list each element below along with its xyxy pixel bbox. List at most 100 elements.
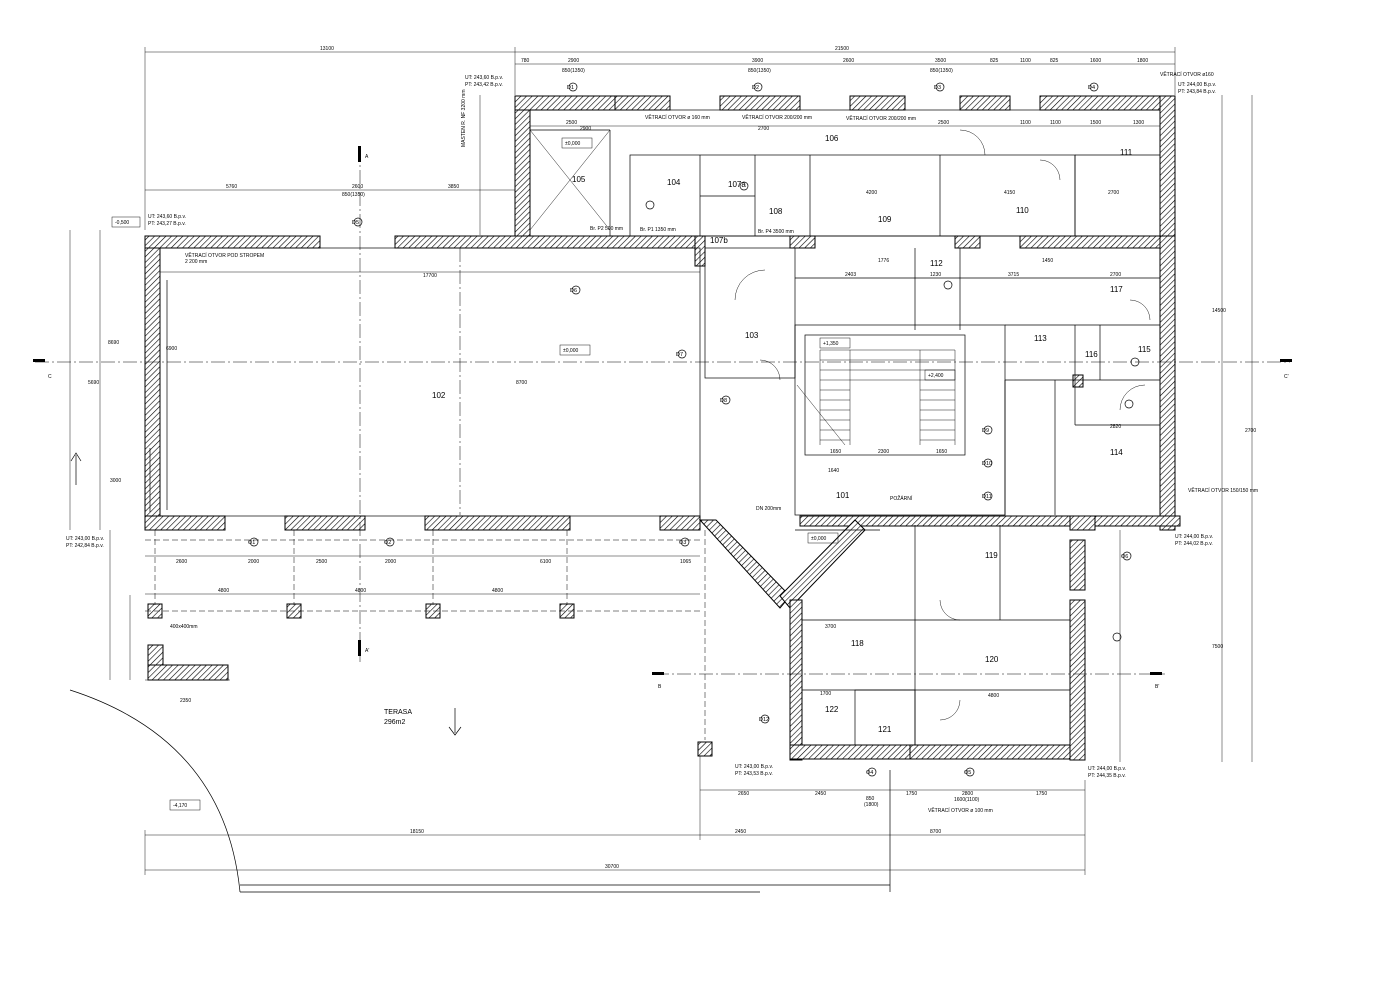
tag-label: D9 [982, 428, 989, 434]
dim-text: 1650 [936, 449, 947, 455]
tag-label: D11 [982, 494, 992, 500]
height-note: UT: 244,00 B.p.v. [1088, 766, 1126, 772]
note-vent-ceiling-size: 2 200 mm [185, 259, 207, 265]
axis-lines [35, 148, 1290, 740]
note-p4: Br. P4 3500 mm [758, 229, 794, 235]
room-102: 102 [432, 391, 446, 400]
note-vent-2: VĚTRACÍ OTVOR 200/200 mm [742, 113, 812, 121]
dim-text: 2700 [1245, 428, 1256, 434]
height-note: PT: 242,84 B.p.v. [66, 543, 104, 549]
section-letter: A [365, 154, 369, 160]
note-vent-6: VĚTRACÍ OTVOR ø 100 mm [928, 806, 993, 814]
note-vent-3: VĚTRACÍ OTVOR 200/200 mm [846, 114, 916, 122]
dim-text: 780 [521, 58, 530, 64]
tag-label: D1 [567, 85, 574, 91]
dim-text: 1600(1100) [954, 797, 980, 803]
dim-text: 1800 [1137, 58, 1148, 64]
dim-text: 2650 [738, 791, 749, 797]
dim-text: 17700 [423, 273, 437, 279]
room-113: 113 [1034, 334, 1047, 343]
room-117: 117 [1110, 285, 1123, 294]
room-110: 110 [1016, 206, 1029, 215]
dim-text: 850(1350) [562, 68, 585, 74]
dim-text: 2403 [845, 272, 856, 278]
dim-text: 850(1350) [342, 192, 365, 198]
room-106: 106 [825, 134, 839, 143]
dim-text: 1100 [1050, 120, 1061, 126]
tag-label: D3 [934, 85, 941, 91]
tag-label: D7 [676, 352, 683, 358]
dim-text: 1230 [930, 272, 941, 278]
partitions [149, 109, 1161, 746]
section-letter: B [658, 684, 662, 690]
note-vent-1: VĚTRACÍ OTVOR ø 160 mm [645, 113, 710, 121]
dim-text: 2600 [352, 184, 363, 190]
tag-label: O3 [679, 540, 686, 546]
dim-text: 2900 [580, 126, 591, 132]
dim-text: 3850 [448, 184, 459, 190]
room-112: 112 [930, 259, 943, 268]
tag-label: D2 [752, 85, 759, 91]
dim-text: 2300 [878, 449, 889, 455]
room-116: 116 [1085, 350, 1098, 359]
section-letter: B' [1155, 684, 1159, 690]
room-104: 104 [667, 178, 681, 187]
dim-text: 2820 [1110, 424, 1121, 430]
tag-label: D4 [1088, 85, 1095, 91]
level-stair1: +1,350 [823, 341, 839, 347]
tag-label: O4 [866, 770, 873, 776]
tag-label: D5 [352, 220, 359, 226]
terrace-outline [69, 689, 891, 893]
dim-text: 3700 [825, 624, 836, 630]
dim-text: 850(1350) [930, 68, 953, 74]
tag-label: D12 [759, 717, 769, 723]
dim-text: 825 [990, 58, 999, 64]
dim-text: 5690 [88, 380, 99, 386]
dim-text: 6900 [166, 346, 177, 352]
height-note: UT: 243,00 B.p.v. [66, 536, 104, 542]
tag-label: D10 [982, 461, 992, 467]
dim-text: 3900 [752, 58, 763, 64]
dim-text: 2350 [180, 698, 191, 704]
room-105: 105 [572, 175, 586, 184]
dim-text: 4200 [866, 190, 877, 196]
height-notes: UT: 243,60 B.p.v. PT: 243,42 B.p.v. UT: … [66, 75, 1216, 779]
dim-text: 1776 [878, 258, 889, 264]
note-vent-5: VĚTRACÍ OTVOR 150/150 mm [1188, 486, 1258, 494]
terrace-area: 296m2 [384, 719, 406, 726]
dim-text: 2900 [568, 58, 579, 64]
level-tag-mid: ±0,000 [811, 536, 826, 542]
dim-text: 1300 [1133, 120, 1144, 126]
dim-text: 3715 [1008, 272, 1019, 278]
note-column: 400x400mm [170, 624, 198, 630]
note-p2: Br. P2 500 mm [590, 226, 623, 232]
dim-text: 3500 [935, 58, 946, 64]
dim-text: 850(1350) [748, 68, 771, 74]
section-letter: C' [1284, 374, 1289, 380]
room-115: 115 [1138, 345, 1151, 354]
dim-text: 1750 [906, 791, 917, 797]
section-letter: A' [365, 648, 369, 654]
note-mast: MASTEN R. NF 3200 mm [461, 89, 467, 147]
room-118: 118 [851, 639, 864, 648]
dim-text: 1500 [1090, 120, 1101, 126]
note-dn: DN 200mm [756, 506, 781, 512]
level-stair2: +2,400 [928, 373, 944, 379]
note-p1: Br. P1 1350 mm [640, 227, 676, 233]
staircase [796, 349, 956, 446]
room-109: 109 [878, 215, 892, 224]
height-note: PT: 244,02 B.p.v. [1175, 541, 1213, 547]
room-103: 103 [745, 331, 759, 340]
tag-label: O1 [248, 540, 255, 546]
dim-text: 1100 [1020, 58, 1031, 64]
dim-text: (1800) [864, 802, 879, 808]
dim-text: 3000 [110, 478, 121, 484]
room-119: 119 [985, 551, 998, 560]
dim-text: 2500 [566, 120, 577, 126]
dim-text: 4800 [492, 588, 503, 594]
terrace-name: TERASA [384, 709, 412, 716]
annotations: VĚTRACÍ OTVOR POD STROPEM 2 200 mm VĚTRA… [170, 70, 1258, 814]
section-marks [33, 146, 1292, 675]
room-122: 122 [825, 705, 839, 714]
